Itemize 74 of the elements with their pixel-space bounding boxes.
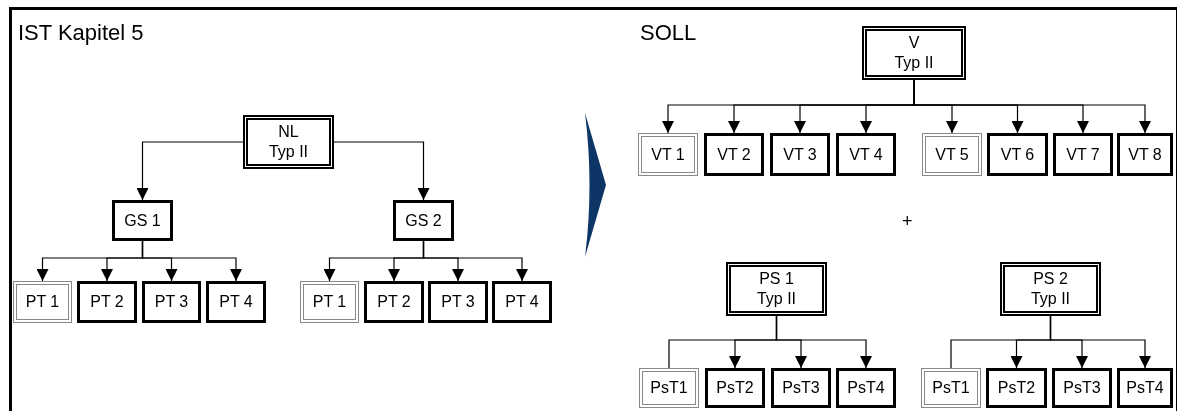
- org-unit-box: [638, 133, 698, 176]
- org-unit-box: [770, 133, 830, 176]
- unit-label: VT 1: [651, 144, 685, 165]
- org-unit-box: [206, 281, 266, 323]
- org-unit-box: [1052, 368, 1112, 408]
- connector-arrow: [141, 240, 242, 282]
- unit-label: PsT1: [932, 378, 970, 398]
- unit-label: PsT4: [1126, 378, 1164, 398]
- connector-arrow: [775, 315, 872, 369]
- unit-label: Typ II: [894, 53, 934, 73]
- unit-label: PT 2: [377, 292, 411, 312]
- org-unit-box: [393, 200, 454, 241]
- org-unit-box: [921, 368, 981, 408]
- connector-arrow: [136, 141, 244, 201]
- unit-label: NL: [278, 122, 299, 142]
- unit-label: PT 2: [90, 292, 124, 312]
- unit-label: PT 1: [25, 292, 60, 312]
- unit-label: VT 2: [717, 144, 751, 165]
- unit-label: Typ II: [756, 289, 797, 309]
- unit-label: VT 3: [783, 144, 817, 165]
- org-unit-box: [77, 281, 137, 323]
- org-unit-box: [639, 368, 699, 408]
- unit-label: PsT3: [782, 378, 820, 398]
- org-unit-box: [428, 281, 488, 323]
- unit-label: V: [908, 33, 920, 53]
- org-unit-box: [986, 368, 1047, 408]
- unit-label: PT 4: [219, 292, 253, 312]
- unit-label: PsT3: [1063, 378, 1101, 398]
- org-unit-box: [987, 133, 1048, 176]
- unit-label: PT 3: [441, 292, 475, 312]
- plus-sign: +: [902, 211, 913, 232]
- org-unit-box: [243, 115, 334, 169]
- unit-label: Typ II: [1030, 289, 1071, 309]
- unit-label: PsT4: [847, 378, 885, 398]
- org-unit-box: [771, 368, 831, 408]
- connector-arrow: [1049, 315, 1151, 369]
- unit-label: Typ II: [268, 142, 309, 162]
- unit-label: PT 4: [505, 292, 539, 312]
- org-unit-box: [836, 133, 896, 176]
- org-unit-box: [1117, 133, 1173, 176]
- org-unit-box: [300, 281, 359, 323]
- org-unit-box: [142, 281, 201, 323]
- unit-label: PS 2: [1033, 269, 1068, 289]
- org-unit-box: [1053, 133, 1113, 176]
- org-unit-box: [13, 281, 72, 323]
- unit-label: PT 1: [312, 292, 347, 312]
- connector-arrow: [913, 79, 1151, 134]
- org-unit-box: [862, 26, 966, 80]
- unit-label: PT 3: [154, 292, 189, 312]
- org-unit-box: [836, 368, 896, 408]
- org-unit-box: [492, 281, 552, 323]
- connector-arrow: [333, 141, 430, 201]
- unit-label: VT 8: [1128, 144, 1162, 165]
- section-heading: SOLL: [640, 20, 697, 46]
- unit-label: GS 1: [124, 210, 161, 231]
- org-unit-box: [922, 133, 982, 176]
- unit-label: VT 6: [1000, 144, 1035, 165]
- unit-label: VT 5: [935, 144, 969, 165]
- unit-label: PsT2: [716, 378, 754, 398]
- unit-label: VT 4: [849, 144, 883, 165]
- unit-label: PsT2: [997, 378, 1036, 398]
- org-unit-box: [1117, 368, 1173, 408]
- org-unit-box: [364, 281, 424, 323]
- org-unit-box: [1000, 262, 1101, 316]
- unit-label: VT 7: [1066, 144, 1100, 165]
- unit-label: PS 1: [759, 269, 794, 289]
- org-unit-box: [726, 262, 827, 316]
- section-heading: IST Kapitel 5: [18, 20, 144, 46]
- org-unit-box: [112, 200, 173, 241]
- org-unit-box: [704, 133, 764, 176]
- connector-arrow: [422, 240, 528, 282]
- unit-label: PsT1: [650, 378, 688, 398]
- unit-label: GS 2: [405, 210, 442, 231]
- org-unit-box: [705, 368, 765, 408]
